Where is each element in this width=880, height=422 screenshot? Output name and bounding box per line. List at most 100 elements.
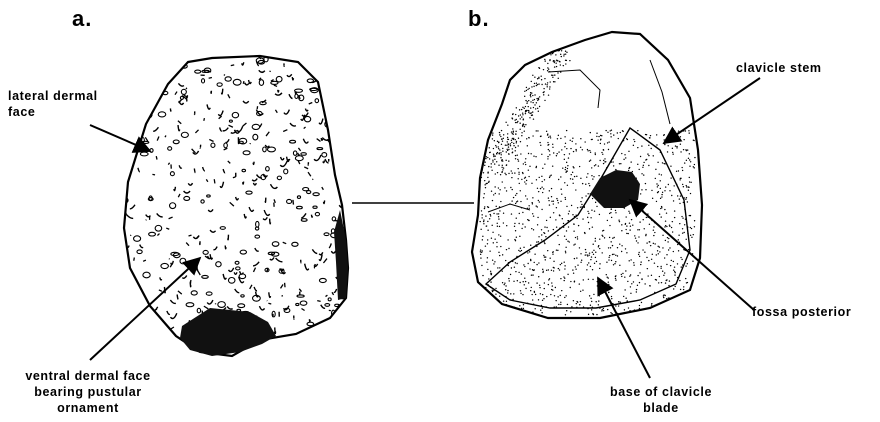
stipple-dot	[500, 136, 501, 137]
stipple-dot	[528, 282, 529, 283]
stipple-dot	[637, 130, 638, 131]
stipple-dot	[694, 157, 695, 158]
ornament-mark	[346, 83, 351, 86]
stipple-dot	[603, 163, 604, 164]
stipple-dot	[517, 121, 518, 122]
stipple-dot	[496, 146, 497, 147]
stipple-dot	[600, 139, 601, 140]
stipple-dot	[655, 169, 656, 170]
stipple-dot	[606, 305, 607, 306]
stipple-dot	[610, 212, 611, 213]
stipple-dot	[608, 141, 609, 142]
stipple-dot	[680, 151, 681, 152]
stipple-dot	[533, 215, 534, 216]
stipple-dot	[542, 269, 543, 270]
ornament-mark	[197, 265, 198, 271]
stipple-dot	[597, 281, 598, 282]
stipple-dot	[531, 86, 532, 87]
stipple-dot	[499, 210, 500, 211]
stipple-dot	[502, 140, 503, 141]
stipple-dot	[618, 138, 619, 139]
stipple-dot	[615, 276, 616, 277]
stipple-dot	[535, 108, 536, 109]
stipple-dot	[507, 298, 508, 299]
stipple-dot	[554, 81, 555, 82]
stipple-dot	[545, 259, 546, 260]
stipple-dot	[484, 193, 485, 194]
stipple-dot	[687, 149, 688, 150]
stipple-dot	[525, 177, 526, 178]
stipple-dot	[595, 257, 596, 258]
stipple-dot	[607, 220, 608, 221]
stipple-dot	[546, 131, 547, 132]
stipple-dot	[500, 236, 501, 237]
stipple-dot	[494, 186, 495, 187]
stipple-dot	[507, 124, 508, 125]
stipple-dot	[544, 78, 545, 79]
stipple-dot	[518, 173, 519, 174]
stipple-dot	[636, 289, 637, 290]
stipple-dot	[674, 217, 675, 218]
stipple-dot	[480, 257, 481, 258]
stipple-dot	[538, 67, 539, 68]
stipple-dot	[679, 280, 680, 281]
stipple-dot	[575, 143, 576, 144]
ornament-mark	[152, 174, 155, 175]
stipple-dot	[526, 138, 527, 139]
stipple-dot	[492, 161, 493, 162]
stipple-dot	[582, 218, 583, 219]
stipple-dot	[590, 132, 591, 133]
stipple-dot	[624, 154, 625, 155]
stipple-dot	[526, 103, 527, 104]
stipple-dot	[665, 282, 666, 283]
stipple-dot	[565, 314, 566, 315]
stipple-dot	[503, 134, 504, 135]
stipple-dot	[505, 285, 506, 286]
ornament-mark	[128, 304, 129, 306]
panel-label-a: a.	[72, 6, 92, 32]
stipple-dot	[613, 134, 614, 135]
stipple-dot	[685, 297, 686, 298]
stipple-dot	[552, 77, 553, 78]
stipple-dot	[545, 60, 546, 61]
stipple-dot	[658, 282, 659, 283]
stipple-dot	[565, 247, 566, 248]
stipple-dot	[565, 51, 566, 52]
stipple-dot	[487, 239, 488, 240]
stipple-dot	[683, 139, 684, 140]
stipple-dot	[496, 213, 497, 214]
stipple-dot	[536, 179, 537, 180]
stipple-dot	[502, 169, 503, 170]
stipple-dot	[595, 154, 596, 155]
stipple-dot	[560, 304, 561, 305]
stipple-dot	[654, 243, 655, 244]
stipple-dot	[673, 251, 674, 252]
ornament-mark	[317, 301, 320, 302]
stipple-dot	[504, 187, 505, 188]
stipple-dot	[515, 195, 516, 196]
stipple-dot	[668, 238, 669, 239]
stipple-dot	[546, 220, 547, 221]
ornament-mark	[139, 90, 145, 94]
stipple-dot	[613, 237, 614, 238]
ornament-mark	[231, 65, 234, 66]
stipple-dot	[543, 91, 544, 92]
stipple-dot	[602, 236, 603, 237]
stipple-dot	[483, 223, 484, 224]
stipple-dot	[528, 153, 529, 154]
stipple-dot	[663, 135, 664, 136]
callout-line: bearing pustular	[2, 384, 174, 400]
ornament-mark	[314, 67, 317, 70]
stipple-dot	[611, 217, 612, 218]
stipple-dot	[534, 94, 535, 95]
stipple-dot	[549, 177, 550, 178]
stipple-dot	[564, 268, 565, 269]
stipple-dot	[657, 250, 658, 251]
stipple-dot	[484, 184, 485, 185]
stipple-dot	[532, 111, 533, 112]
stipple-dot	[659, 251, 660, 252]
stipple-dot	[563, 54, 564, 55]
stipple-dot	[525, 124, 526, 125]
stipple-dot	[540, 76, 541, 77]
stipple-dot	[651, 275, 652, 276]
